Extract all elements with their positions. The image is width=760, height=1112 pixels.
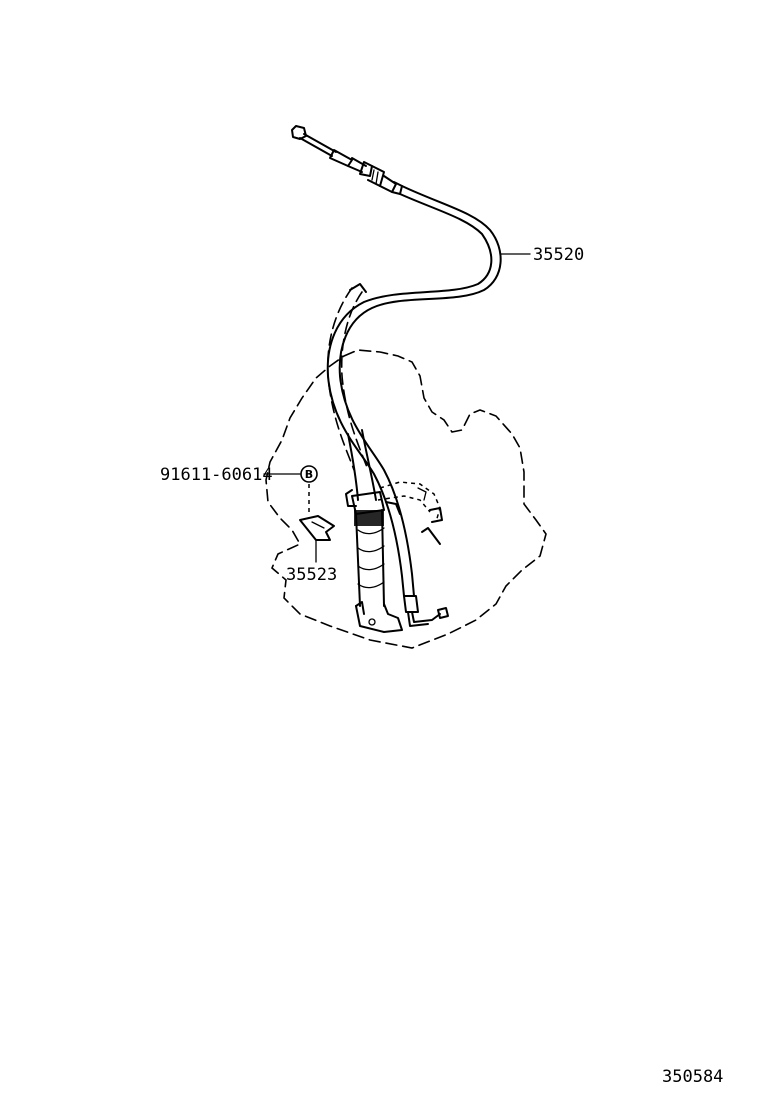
boot-band	[354, 510, 384, 526]
transmission-housing-outline	[265, 349, 547, 649]
figure-id: 350584	[662, 1067, 723, 1087]
cable-end-fitting	[291, 125, 403, 195]
cable-boot	[345, 429, 403, 633]
bolt-marker-letter: B	[305, 468, 313, 481]
part-number-35520: 35520	[533, 245, 584, 265]
bracket-35523	[299, 515, 335, 541]
part-number-91611-60614: 91611-60614	[160, 465, 273, 485]
transmission-control-cable	[326, 185, 502, 627]
bolt-marker-circle	[300, 465, 318, 483]
phantom-cable	[326, 283, 369, 471]
transmission-shift-lever	[377, 481, 443, 545]
part-number-35523: 35523	[286, 565, 337, 585]
